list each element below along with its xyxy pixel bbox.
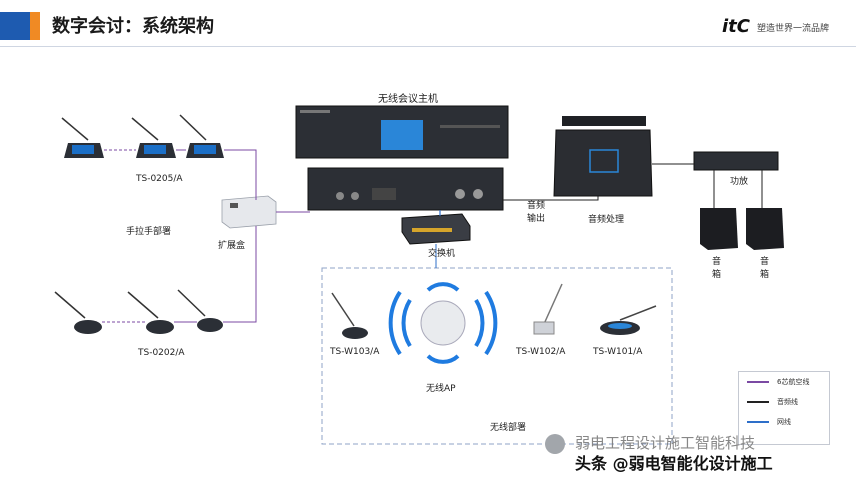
audio-processor <box>553 116 653 197</box>
label-speaker-right: 音 箱 <box>760 257 770 280</box>
label-w103: TS-W103/A <box>330 347 380 357</box>
legend-label-audio: 音频线 <box>777 398 798 406</box>
wired-mic-top-3 <box>179 114 224 158</box>
wireless-mic-w101 <box>600 305 657 335</box>
host-rear-panel <box>307 167 504 211</box>
logo-text: itC <box>722 16 750 37</box>
label-audio-out: 音频 输出 <box>527 201 546 224</box>
label-wired-bottom: TS-0202/A <box>138 348 185 358</box>
legend-swatch-network <box>747 421 769 423</box>
legend-row-network: 网线 <box>739 412 829 432</box>
cable-legend: 6芯航空线 音频线 网线 <box>738 371 830 445</box>
legend-row-aviation: 6芯航空线 <box>739 372 829 392</box>
header-accent-orange <box>30 12 40 40</box>
expansion-box <box>221 195 277 229</box>
power-amplifier <box>693 151 779 171</box>
wireless-mic-w103 <box>331 292 368 339</box>
label-host: 无线会议主机 <box>378 94 438 105</box>
wired-mic-top-2 <box>131 117 176 158</box>
brand-slogan: 塑造世界一流品牌 <box>757 24 830 34</box>
watermark-line1: 弱电工程设计施工智能科技 <box>575 434 756 452</box>
wired-mic-bottom-1 <box>54 291 102 334</box>
legend-label-network: 网线 <box>777 418 791 426</box>
label-amp: 功放 <box>730 177 749 187</box>
wechat-icon <box>545 434 565 454</box>
watermark-line2: 头条 @弱电智能化设计施工 <box>575 454 773 473</box>
label-wireless-section: 无线部署 <box>490 423 527 433</box>
legend-label-aviation: 6芯航空线 <box>777 378 810 386</box>
speaker-right <box>746 208 784 250</box>
label-wired-section: 手拉手部署 <box>126 227 172 237</box>
label-w101: TS-W101/A <box>593 347 643 357</box>
wired-mic-top-1 <box>61 117 104 158</box>
header-accent-blue <box>0 12 30 40</box>
wireless-ap <box>388 282 498 364</box>
brand-logo: itC <box>722 16 750 37</box>
label-wired-top: TS-0205/A <box>136 174 183 184</box>
wired-mic-bottom-2 <box>127 291 174 334</box>
wireless-zone <box>321 267 673 445</box>
cable-top-to-box <box>224 149 257 200</box>
speaker-left <box>700 208 738 250</box>
label-wireless-ap: 无线AP <box>426 384 456 394</box>
page-title: 数字会讨：系统架构 <box>52 16 214 37</box>
label-switch: 交换机 <box>428 249 456 259</box>
legend-row-audio: 音频线 <box>739 392 829 412</box>
header-divider <box>0 46 856 47</box>
network-switch <box>401 213 471 245</box>
cable-audio-out <box>503 196 599 201</box>
label-expander: 扩展盒 <box>218 241 246 251</box>
wired-mic-bottom-3 <box>177 289 223 332</box>
legend-swatch-audio <box>747 401 769 403</box>
wireless-mic-w102 <box>533 283 563 335</box>
host-unit <box>295 105 509 159</box>
label-processor: 音频处理 <box>588 215 625 225</box>
legend-swatch-aviation <box>747 381 769 383</box>
cable-bottom-to-box <box>223 226 257 323</box>
label-speaker-left: 音 箱 <box>712 257 722 280</box>
label-w102: TS-W102/A <box>516 347 566 357</box>
